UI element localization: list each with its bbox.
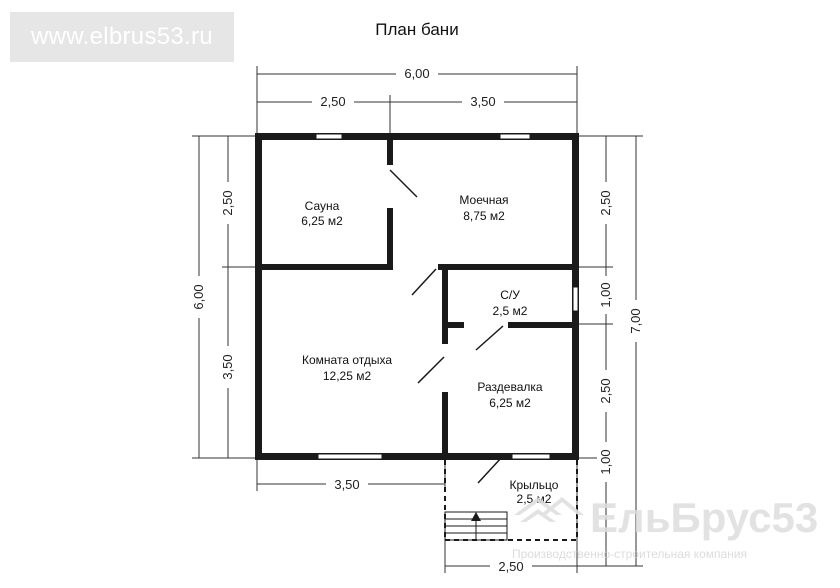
dim-bottom-left: 3,50: [334, 477, 359, 492]
dim-right-3: 2,50: [598, 378, 613, 403]
dim-right-1: 2,50: [598, 190, 613, 215]
dim-bottom-porch: 2,50: [498, 559, 523, 574]
room-name-washroom: Моечная: [459, 193, 508, 207]
plan-title: План бани: [375, 20, 459, 39]
dim-right-2: 1,00: [598, 282, 613, 307]
dim-left-upper: 2,50: [220, 190, 235, 215]
site-url-badge[interactable]: www.elbrus53.ru: [10, 12, 234, 62]
dim-top-right: 3,50: [470, 94, 495, 109]
door-sauna: [389, 169, 418, 198]
dimension-labels: 6,00 2,50 3,50 6,00 2,50 3,50 7,00 2,50 …: [190, 64, 645, 575]
door-entrance: [477, 456, 503, 484]
brand-logo-icon: [514, 497, 584, 522]
room-area-changing: 6,25 м2: [489, 396, 531, 410]
entry-arrow-icon: [471, 512, 481, 540]
walls: [255, 133, 579, 460]
door-lounge: [417, 356, 445, 384]
room-name-lounge: Комната отдыха: [302, 353, 392, 367]
room-area-washroom: 8,75 м2: [463, 209, 505, 223]
door-swings: [389, 169, 504, 484]
porch: [444, 460, 578, 541]
dimension-lines: [192, 66, 643, 573]
room-area-wc: 2,5 м2: [493, 304, 528, 318]
dim-right-total: 7,00: [628, 308, 643, 333]
dim-right-4: 1,00: [598, 449, 613, 474]
door-washroom: [411, 268, 437, 296]
dim-left-lower: 3,50: [220, 354, 235, 379]
room-name-sauna: Сауна: [305, 199, 340, 213]
room-name-changing: Раздевалка: [477, 380, 542, 394]
dim-top-total: 6,00: [404, 66, 429, 81]
windows: [315, 133, 579, 460]
room-name-wc: С/У: [500, 288, 520, 302]
brand-name: ЕльБрус53: [590, 494, 818, 541]
room-labels: Сауна 6,25 м2 Моечная 8,75 м2 С/У 2,5 м2…: [301, 193, 559, 506]
dim-top-left: 2,50: [320, 94, 345, 109]
room-area-lounge: 12,25 м2: [323, 369, 372, 383]
door-bathroom: [475, 325, 504, 351]
brand-watermark: ЕльБрус53 Производственно-строительная к…: [512, 494, 818, 561]
room-area-sauna: 6,25 м2: [301, 214, 343, 228]
dim-left-total: 6,00: [191, 284, 206, 309]
brand-tagline: Производственно-строительная компания: [512, 547, 747, 561]
room-name-porch: Крыльцо: [510, 478, 559, 492]
